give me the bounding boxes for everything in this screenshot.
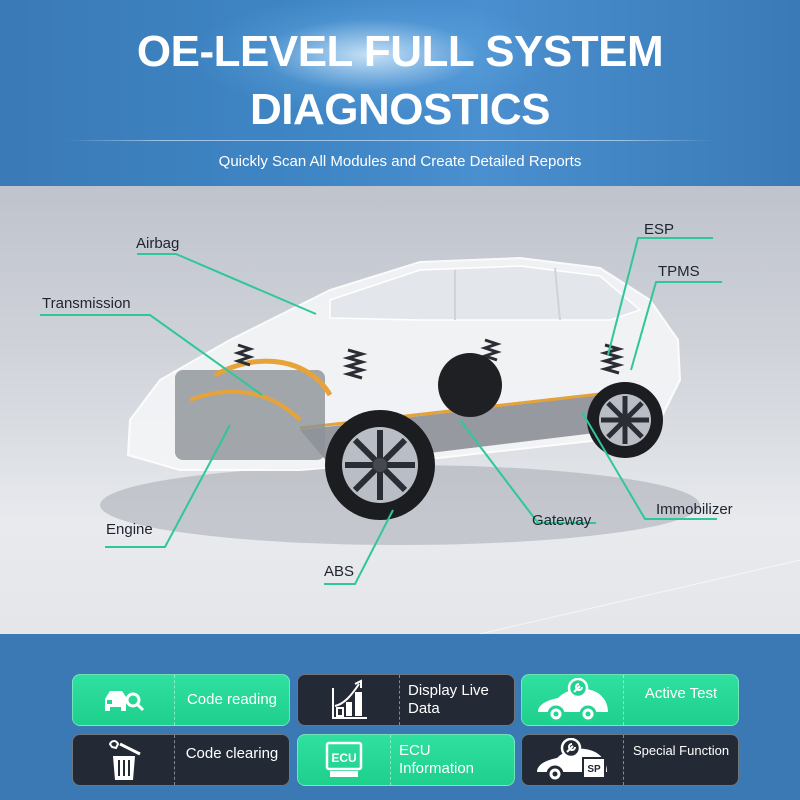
trash-icon: [73, 735, 175, 785]
label-engine: Engine: [106, 521, 153, 538]
feature-active-test: Active Test: [521, 674, 739, 726]
label-transmission: Transmission: [42, 295, 131, 312]
header-divider: [65, 140, 715, 141]
label-gateway: Gateway: [532, 512, 592, 529]
feature-label: Display Live Data: [408, 682, 489, 717]
leader-lines: [40, 237, 722, 585]
feature-label: Code reading: [186, 691, 278, 708]
car-illustration: [40, 237, 800, 634]
svg-text:SP: SP: [587, 764, 601, 775]
feature-code-clearing: Code clearing: [72, 734, 290, 786]
feature-label: Code clearing: [185, 745, 279, 762]
car-wrench-sp-icon: SP: [522, 735, 624, 785]
feature-code-reading: Code reading: [72, 674, 290, 726]
feature-ecu-information: ECU ECU Information: [297, 734, 515, 786]
title-line-2: DIAGNOSTICS: [249, 85, 551, 134]
car-wrench-icon: [522, 675, 624, 725]
label-immobilizer: Immobilizer: [656, 501, 733, 518]
label-abs: ABS: [324, 563, 355, 580]
header-banner: OE-LEVEL FULL SYSTEM DIAGNOSTICS Quickly…: [0, 0, 800, 186]
car-diagram: Airbag Transmission Engine ABS Gateway I…: [0, 186, 800, 634]
feature-label: Active Test: [644, 685, 718, 702]
feature-special-function: SP Special Function: [521, 734, 739, 786]
label-airbag: Airbag: [136, 235, 180, 252]
label-tpms: TPMS: [658, 263, 700, 280]
svg-text:ECU: ECU: [331, 751, 356, 765]
bar-chart-up-icon: [298, 675, 400, 725]
feature-label: ECU Information: [398, 742, 475, 777]
feature-label: Special Function: [632, 743, 730, 758]
ecu-chip-icon: ECU: [298, 735, 391, 785]
title-line-1: OE-LEVEL FULL SYSTEM: [136, 27, 664, 76]
label-esp: ESP: [644, 221, 675, 238]
car-search-icon: [73, 675, 175, 725]
feature-panel: Code reading Display Live Data: [0, 634, 800, 800]
subtitle: Quickly Scan All Modules and Create Deta…: [218, 153, 582, 170]
feature-display-live-data: Display Live Data: [297, 674, 515, 726]
